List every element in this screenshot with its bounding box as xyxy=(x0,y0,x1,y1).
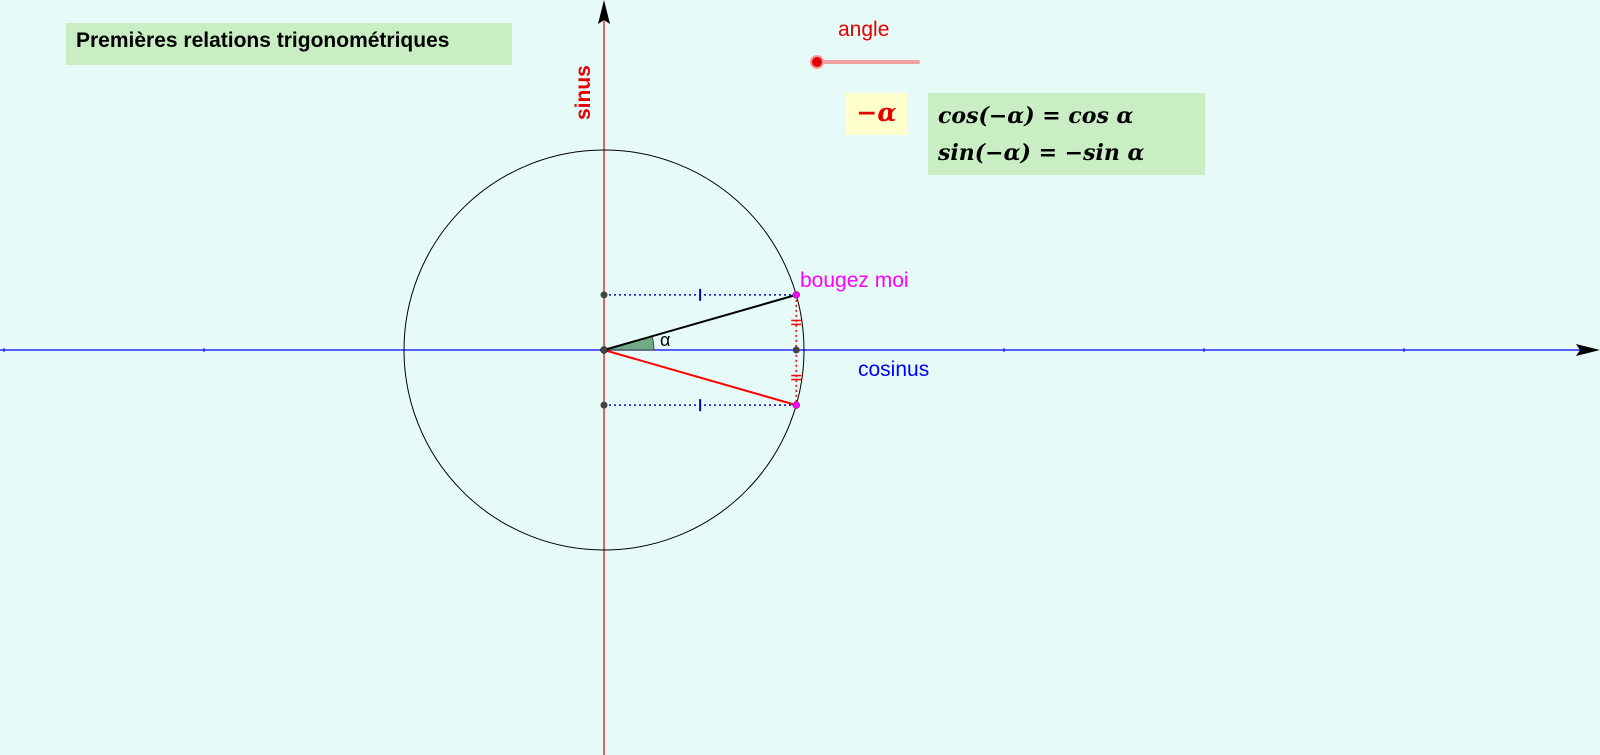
cosine-point xyxy=(792,346,800,354)
origin-point xyxy=(600,346,608,354)
slider-knob[interactable] xyxy=(810,55,824,69)
equal-length-marks xyxy=(791,319,802,381)
angle-label: α xyxy=(660,330,670,350)
point-label: bougez moi xyxy=(800,269,909,292)
x-axis-label: cosinus xyxy=(858,358,929,381)
y-axis-arrow xyxy=(598,0,610,24)
negative-alpha-text: −α xyxy=(856,98,897,127)
radius-positive xyxy=(603,293,797,351)
x-axis-arrow xyxy=(1576,344,1600,356)
sine-formula: sin(−α) = −sin α xyxy=(938,140,1145,166)
angle-slider[interactable] xyxy=(808,52,920,72)
sine-point-bottom xyxy=(600,401,608,409)
cosine-formula: cos(−α) = cos α xyxy=(938,103,1134,129)
formula-box: cos(−α) = cos α sin(−α) = −sin α xyxy=(928,93,1205,175)
draggable-point[interactable] xyxy=(792,291,801,299)
angle-slider-label: angle xyxy=(838,18,890,41)
page-title: Premières relations trigonométriques xyxy=(76,29,450,52)
y-axis-label: sinus xyxy=(572,65,595,120)
slider-track[interactable] xyxy=(816,60,920,64)
radius-negative xyxy=(603,349,797,407)
sine-point-top xyxy=(600,291,608,299)
mirror-point xyxy=(792,401,801,409)
negative-alpha-box: −α xyxy=(846,93,907,135)
title-box: Premières relations trigonométriques xyxy=(66,23,512,65)
unit-circle xyxy=(403,149,805,551)
